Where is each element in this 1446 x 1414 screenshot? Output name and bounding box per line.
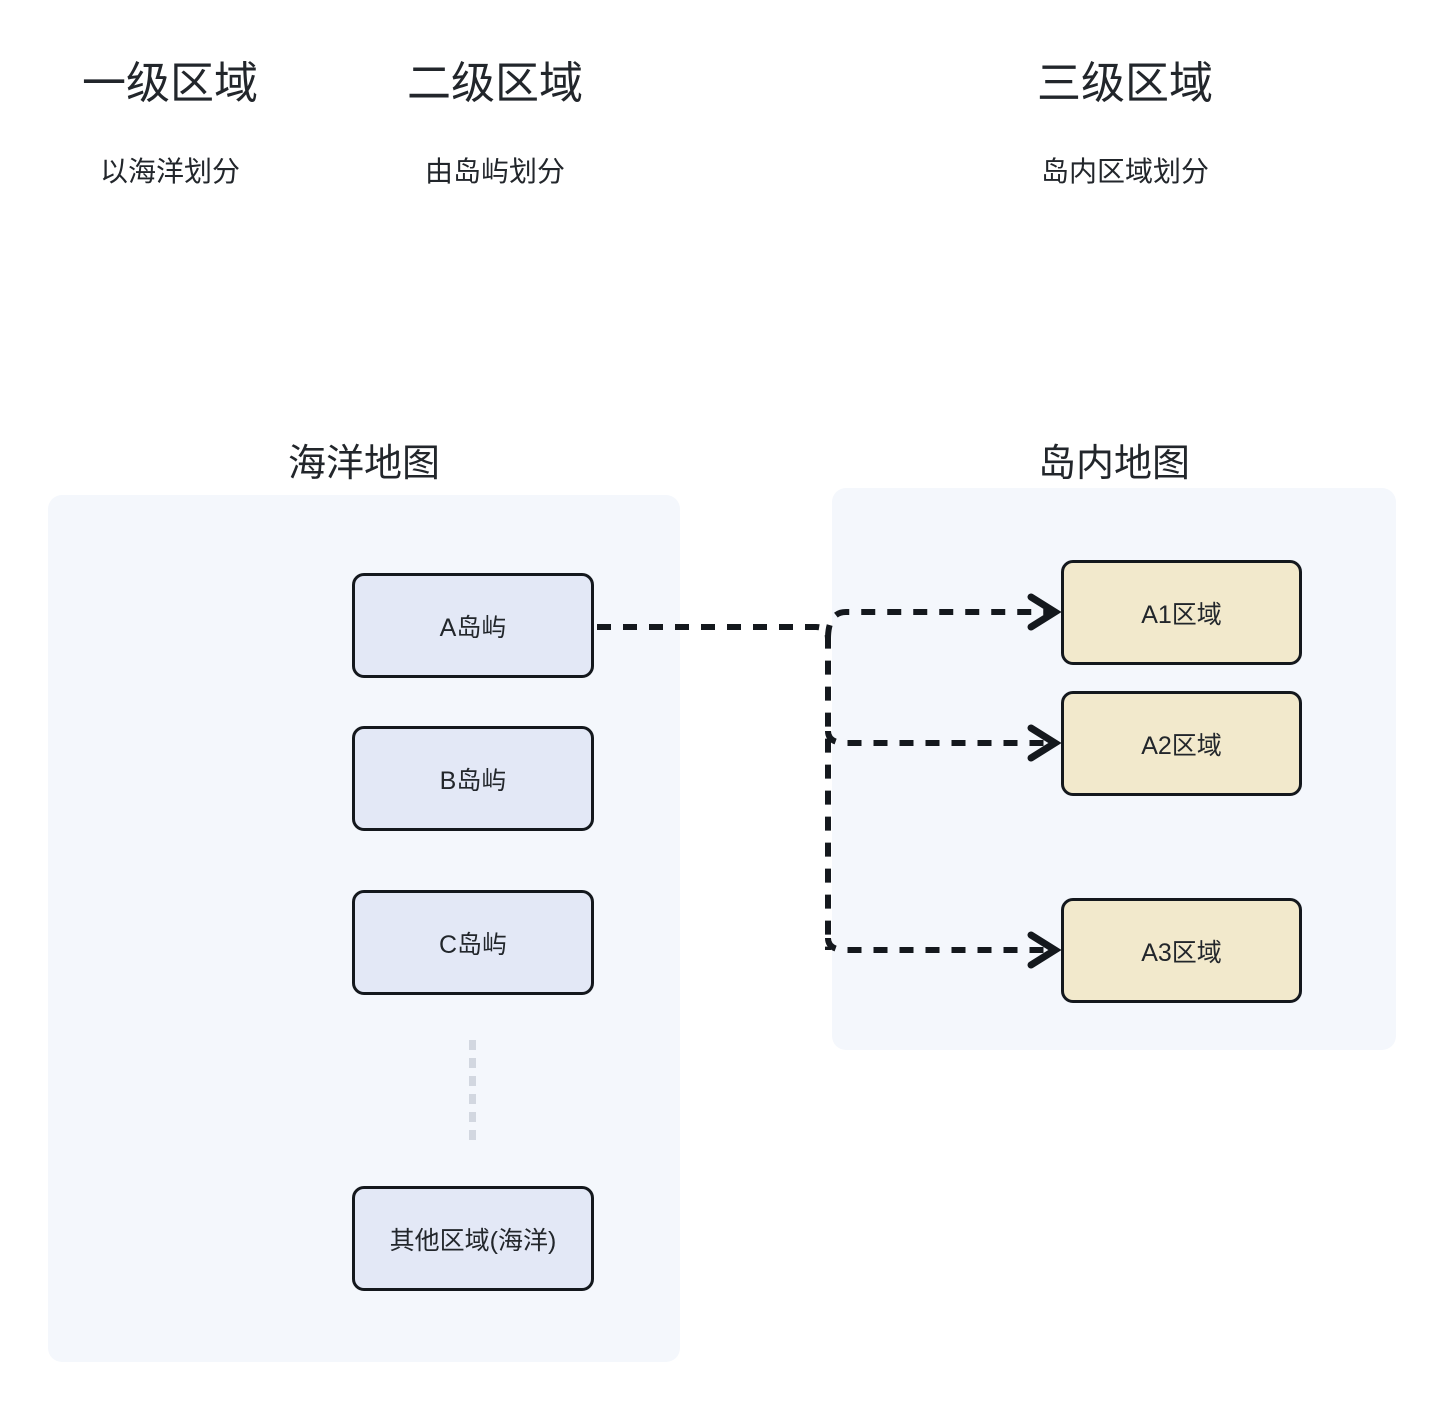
column-header-level2: 二级区域 由岛屿划分 xyxy=(330,58,660,188)
node-a3-zone[interactable]: A3区域 xyxy=(1061,898,1302,1003)
island-map-title: 岛内地图 xyxy=(1037,443,1190,485)
column-title-level2: 二级区域 xyxy=(407,59,583,108)
node-b-island[interactable]: B岛屿 xyxy=(352,726,594,831)
ocean-map-title: 海洋地图 xyxy=(287,443,440,485)
node-a2-zone[interactable]: A2区域 xyxy=(1061,691,1302,796)
node-a1-zone[interactable]: A1区域 xyxy=(1061,560,1302,665)
node-other-ocean-region[interactable]: 其他区域(海洋) xyxy=(352,1186,594,1291)
node-c-island[interactable]: C岛屿 xyxy=(352,890,594,995)
column-header-level1: 一级区域 以海洋划分 xyxy=(0,58,340,188)
node-a-island[interactable]: A岛屿 xyxy=(352,573,594,678)
ellipsis-divider-icon xyxy=(469,1040,476,1148)
column-header-level3: 三级区域 岛内区域划分 xyxy=(955,58,1295,188)
column-subtitle-level2: 由岛屿划分 xyxy=(424,155,565,187)
column-subtitle-level3: 岛内区域划分 xyxy=(1040,155,1209,187)
column-title-level1: 一级区域 xyxy=(82,59,258,108)
column-subtitle-level1: 以海洋划分 xyxy=(99,155,240,187)
column-title-level3: 三级区域 xyxy=(1037,59,1213,108)
